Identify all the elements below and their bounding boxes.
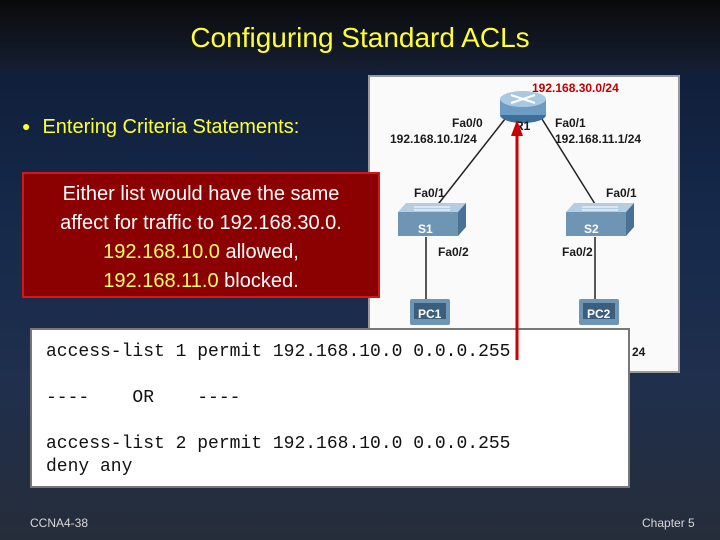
acl-code-box: access-list 1 permit 192.168.10.0 0.0.0.… <box>30 328 630 488</box>
s2-uplink-label: Fa0/1 <box>606 186 637 200</box>
pc2-icon <box>579 299 619 325</box>
router-left-ip: 192.168.10.1/24 <box>390 132 477 146</box>
arrow-head <box>511 120 523 136</box>
bullet-text: Entering Criteria Statements: <box>42 116 300 138</box>
router-right-ip: 192.168.11.1/24 <box>555 132 642 146</box>
s1-downlink-label: Fa0/2 <box>438 245 469 259</box>
link-r1-s1 <box>431 118 506 213</box>
switch-s2-icon <box>566 203 634 236</box>
router-icon <box>500 91 546 123</box>
s2-name-label: S2 <box>584 222 599 236</box>
code-line-3: access-list 2 permit 192.168.10.0 0.0.0.… <box>46 434 511 454</box>
blocked-network: 192.168.11.0 <box>103 270 219 292</box>
code-line-1: access-list 1 permit 192.168.10.0 0.0.0.… <box>46 342 511 362</box>
blocked-text: blocked. <box>218 270 299 292</box>
pc1-icon <box>410 299 450 325</box>
slide-title: Configuring Standard ACLs <box>190 22 530 53</box>
callout-line-4: 192.168.11.0 blocked. <box>24 267 378 296</box>
switch-s1-icon <box>398 203 466 236</box>
code-line-4: deny any <box>46 457 133 477</box>
code-line-2: ---- OR ---- <box>46 388 241 408</box>
pc2-label: PC2 <box>587 307 611 321</box>
router-right-iface: Fa0/1 <box>555 116 586 130</box>
code-spacer <box>46 365 614 388</box>
bullet-icon: ● <box>22 118 31 134</box>
network-diagram: 192.168.30.0/24 R1 Fa0/0 192.168.10.1/24… <box>368 75 680 373</box>
s1-name-label: S1 <box>418 222 433 236</box>
red-arrow <box>511 120 523 360</box>
header-bar <box>0 0 720 72</box>
link-r1-s2 <box>541 118 601 213</box>
footer-chapter: Chapter 5 <box>642 516 695 530</box>
callout-line-3: 192.168.10.0 allowed, <box>24 238 378 267</box>
router-network-label: 192.168.30.0/24 <box>532 81 619 95</box>
s1-uplink-label: Fa0/1 <box>414 186 445 200</box>
pc1-label: PC1 <box>418 307 442 321</box>
s2-downlink-label: Fa0/2 <box>562 245 593 259</box>
bullet-item: ● Entering Criteria Statements: <box>22 116 299 139</box>
code-spacer <box>46 411 614 434</box>
explanation-callout: Either list would have the same affect f… <box>22 172 380 298</box>
callout-line-2: affect for traffic to 192.168.30.0. <box>60 212 342 234</box>
topology-graphic <box>398 91 634 325</box>
allowed-text: allowed, <box>219 241 299 263</box>
allowed-network: 192.168.10.0 <box>103 241 220 263</box>
footer-slide-number: CCNA4-38 <box>30 516 89 530</box>
callout-line-1: Either list would have the same <box>62 183 340 205</box>
router-left-iface: Fa0/0 <box>452 116 483 130</box>
partial-network-label: 24 <box>632 345 646 359</box>
